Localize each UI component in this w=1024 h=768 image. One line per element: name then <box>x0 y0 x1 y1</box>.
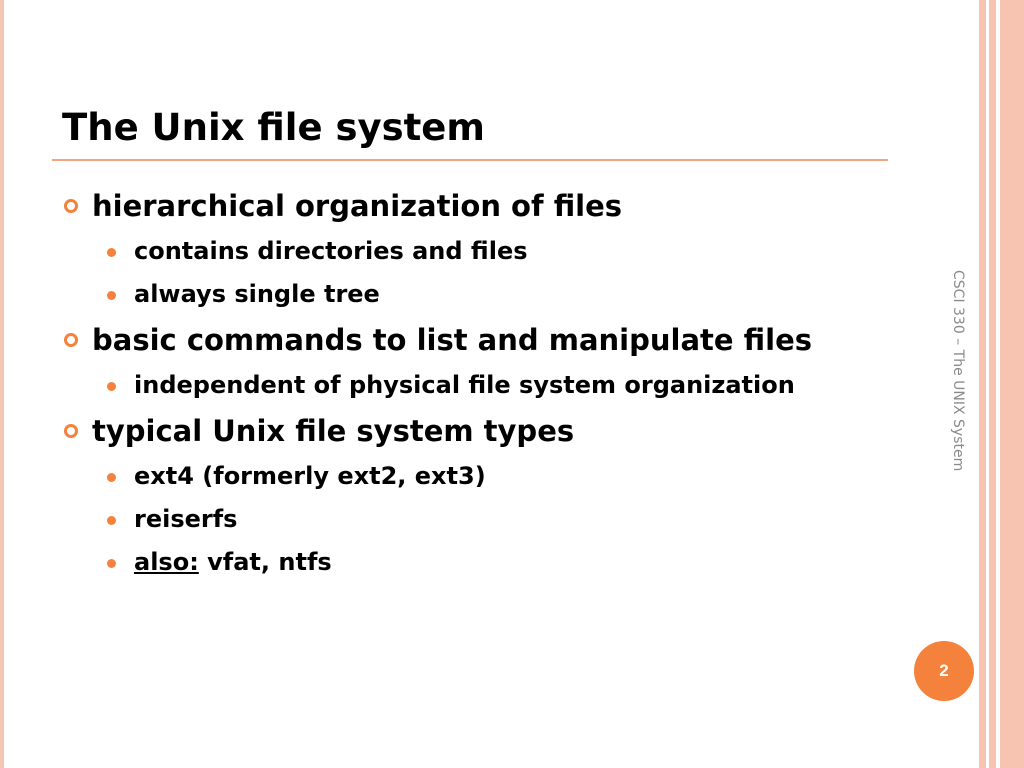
bullet-text: basic commands to list and manipulate fi… <box>92 323 813 357</box>
sub-bullet-text: contains directories and files <box>134 237 528 265</box>
dot-bullet-icon <box>107 382 116 391</box>
ring-bullet-icon <box>64 424 78 438</box>
sub-bullet-underlined-prefix: also: <box>134 548 199 576</box>
course-footer-label: CSCI 330 – The UNIX System <box>950 270 966 472</box>
right-stripe-decoration <box>1000 0 1024 768</box>
bullet-list: hierarchical organization of files conta… <box>62 186 922 584</box>
sub-bullet-text: independent of physical file system orga… <box>134 371 795 399</box>
sub-bullet-text: reiserfs <box>134 505 238 533</box>
bullet-text: typical Unix file system types <box>92 414 575 448</box>
slide-title: The Unix file system <box>62 106 485 149</box>
ring-bullet-icon <box>64 333 78 347</box>
sub-bullet-item: always single tree <box>62 273 922 316</box>
bullet-text: hierarchical organization of files <box>92 189 623 223</box>
sub-bullet-item: also: vfat, ntfs <box>62 541 922 584</box>
dot-bullet-icon <box>107 291 116 300</box>
dot-bullet-icon <box>107 559 116 568</box>
bullet-item: hierarchical organization of files <box>62 186 922 226</box>
sub-bullet-text: always single tree <box>134 280 380 308</box>
page-number-badge: 2 <box>914 641 974 701</box>
title-underline <box>52 159 888 161</box>
bullet-item: basic commands to list and manipulate fi… <box>62 320 922 360</box>
sub-bullet-text: ext4 (formerly ext2, ext3) <box>134 462 486 490</box>
sub-bullet-text: vfat, ntfs <box>198 548 332 576</box>
sub-bullet-item: ext4 (formerly ext2, ext3) <box>62 455 922 498</box>
right-stripe-decoration <box>979 0 986 768</box>
sub-bullet-item: independent of physical file system orga… <box>62 364 922 407</box>
dot-bullet-icon <box>107 248 116 257</box>
left-edge-decoration <box>0 0 4 768</box>
ring-bullet-icon <box>64 199 78 213</box>
sub-bullet-item: reiserfs <box>62 498 922 541</box>
right-stripe-decoration <box>989 0 996 768</box>
sub-bullet-item: contains directories and files <box>62 230 922 273</box>
bullet-item: typical Unix file system types <box>62 411 922 451</box>
dot-bullet-icon <box>107 473 116 482</box>
dot-bullet-icon <box>107 516 116 525</box>
